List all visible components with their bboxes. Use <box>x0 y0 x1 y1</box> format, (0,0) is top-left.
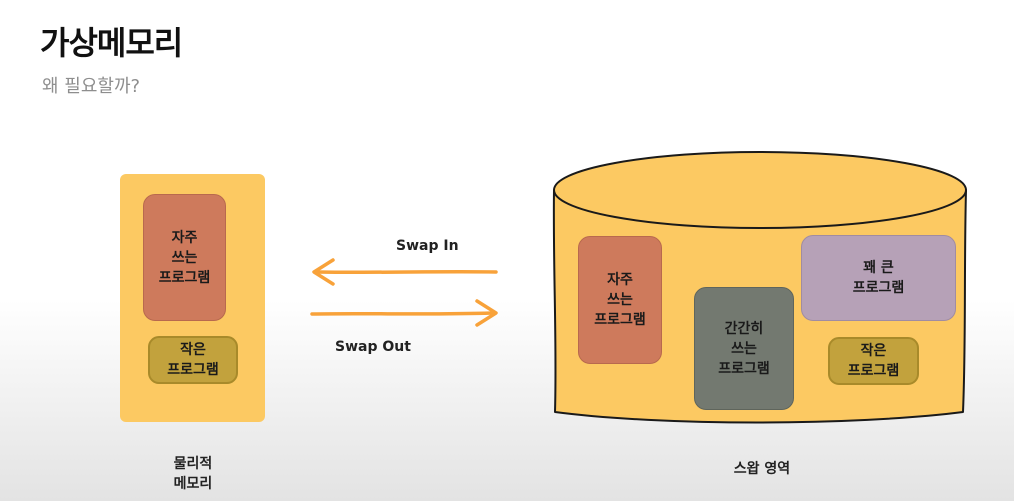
page-title: 가상메모리 <box>40 24 183 62</box>
swap-rare-program-box: 간간히 쓰는 프로그램 <box>694 287 794 410</box>
physical-frequent-program-box: 자주 쓰는 프로그램 <box>143 194 226 321</box>
swap-out-arrow <box>310 299 498 327</box>
swap-small-program-box: 작은 프로그램 <box>828 337 919 385</box>
cylinder-top <box>553 151 967 229</box>
swap-frequent-program-box: 자주 쓰는 프로그램 <box>578 236 662 364</box>
swap-in-label: Swap In <box>396 238 459 254</box>
page-subtitle: 왜 필요할까? <box>42 76 141 97</box>
swap-big-program-box: 꽤 큰 프로그램 <box>801 235 956 321</box>
physical-memory-label: 물리적 메모리 <box>173 456 213 492</box>
physical-memory-block: 자주 쓰는 프로그램 작은 프로그램 <box>120 174 265 422</box>
physical-small-program-box: 작은 프로그램 <box>148 336 238 384</box>
swap-area-label: 스왑 영역 <box>733 461 791 477</box>
swap-in-arrow <box>312 258 498 286</box>
swap-out-label: Swap Out <box>335 339 411 355</box>
